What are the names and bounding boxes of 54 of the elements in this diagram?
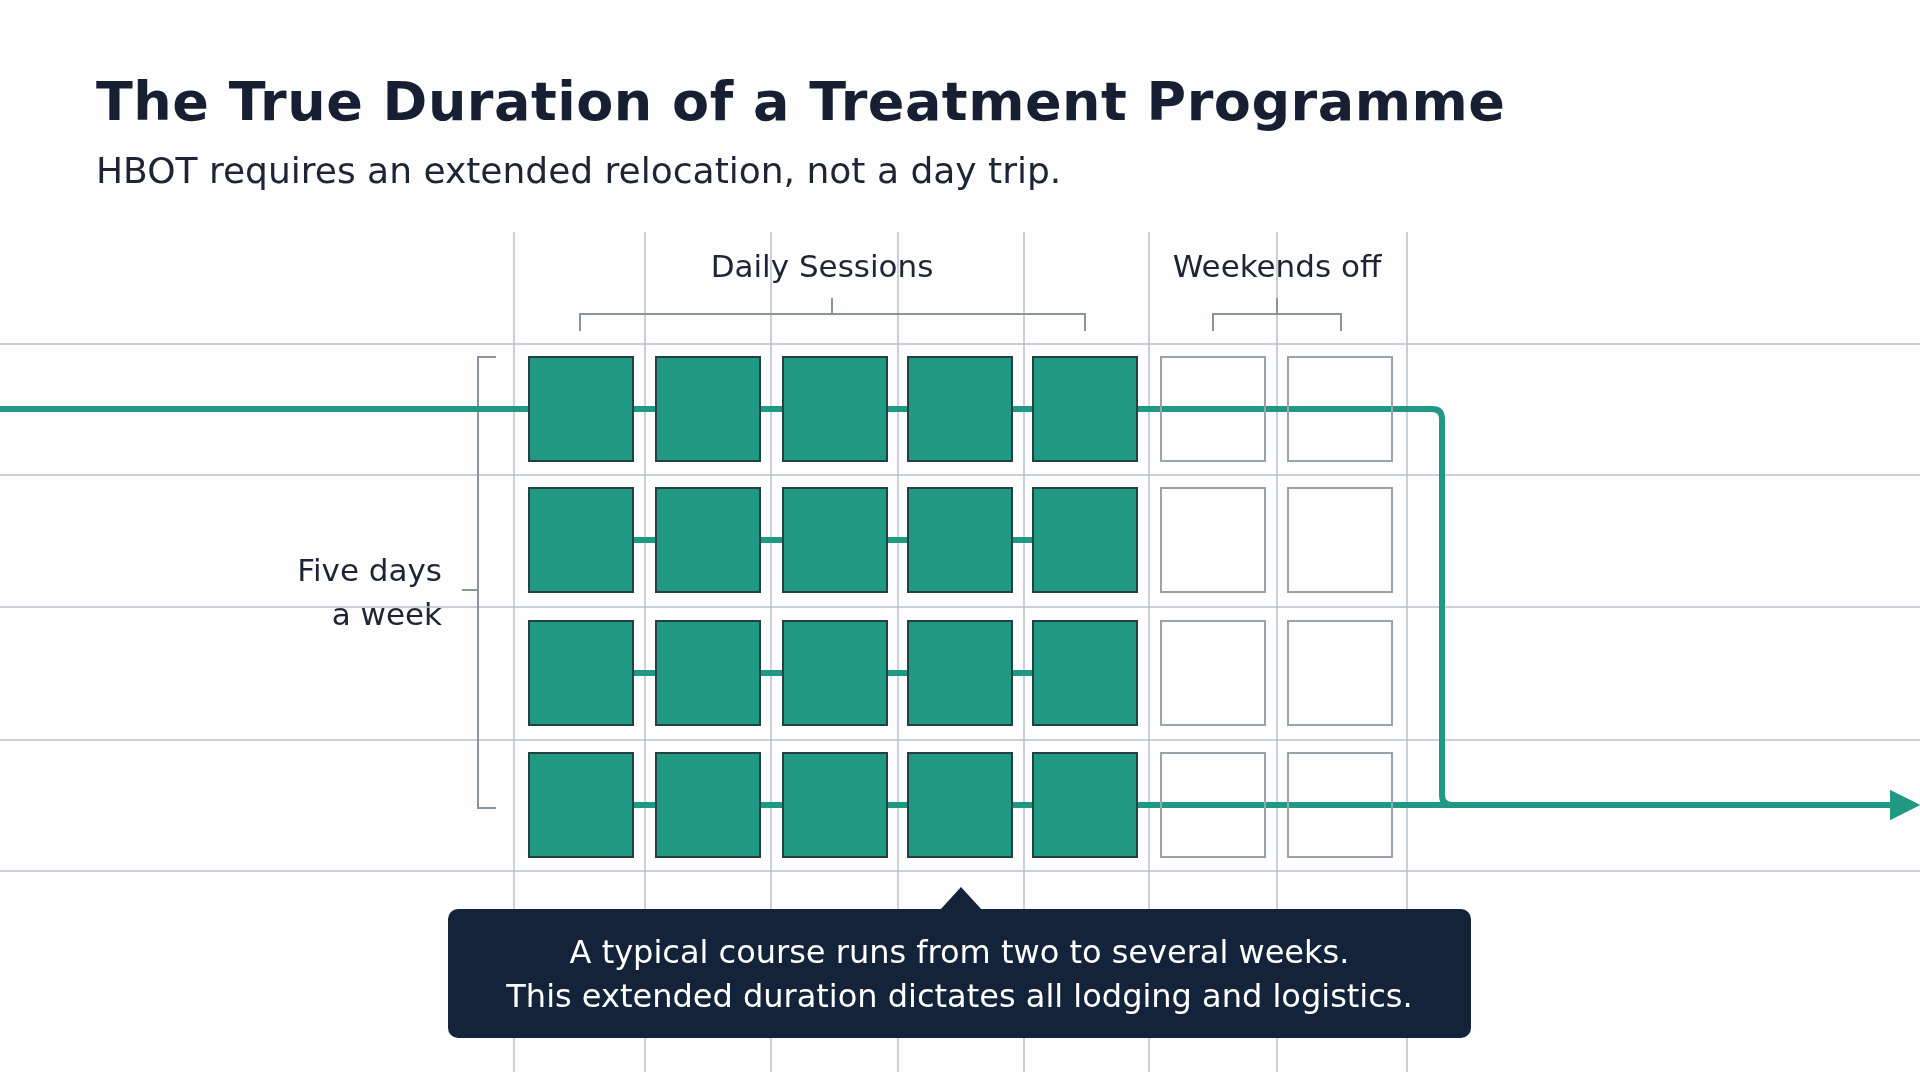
empty-day-square bbox=[1287, 356, 1393, 462]
callout-text: This extended duration dictates all lodging and logistics. bbox=[506, 975, 1413, 1017]
empty-day-square bbox=[1160, 356, 1266, 462]
session-square bbox=[655, 752, 761, 858]
connector-line bbox=[888, 537, 907, 543]
connector-line bbox=[761, 406, 782, 412]
connector-line bbox=[634, 537, 655, 543]
arrow bbox=[1138, 790, 1920, 820]
subtitle: HBOT requires an extended relocation, not a day trip. bbox=[96, 150, 1062, 191]
empty-day-square bbox=[1287, 620, 1393, 726]
connector-line bbox=[1013, 406, 1032, 412]
session-square bbox=[528, 487, 634, 593]
empty-day-square bbox=[1287, 487, 1393, 593]
connector-line bbox=[634, 670, 655, 676]
connector-line bbox=[1013, 537, 1032, 543]
session-square bbox=[907, 620, 1013, 726]
empty-day-square bbox=[1160, 487, 1266, 593]
empty-day-square bbox=[1160, 620, 1266, 726]
session-square bbox=[782, 487, 888, 593]
connector-line bbox=[888, 670, 907, 676]
session-square bbox=[1032, 620, 1138, 726]
session-square bbox=[1032, 752, 1138, 858]
connector-line bbox=[0, 406, 528, 412]
connector-line bbox=[888, 406, 907, 412]
session-square bbox=[782, 356, 888, 462]
connector-line bbox=[1013, 670, 1032, 676]
session-square bbox=[528, 752, 634, 858]
callout-text: A typical course runs from two to several weeks. bbox=[569, 931, 1350, 973]
connector-line bbox=[888, 802, 907, 808]
session-square bbox=[528, 356, 634, 462]
session-square bbox=[907, 487, 1013, 593]
connector-line bbox=[1013, 802, 1032, 808]
session-square bbox=[1032, 487, 1138, 593]
session-square bbox=[782, 752, 888, 858]
connector-line bbox=[761, 670, 782, 676]
session-square bbox=[907, 752, 1013, 858]
column-heading: Weekends off bbox=[1172, 248, 1382, 284]
session-square bbox=[907, 356, 1013, 462]
row-label: Five days a week bbox=[296, 551, 442, 634]
session-square bbox=[655, 620, 761, 726]
session-square bbox=[782, 620, 888, 726]
empty-day-square bbox=[1287, 752, 1393, 858]
connector-line bbox=[634, 802, 655, 808]
session-square bbox=[528, 620, 634, 726]
connector-line bbox=[761, 802, 782, 808]
column-heading: Daily Sessions bbox=[710, 248, 934, 284]
session-square bbox=[655, 356, 761, 462]
empty-day-square bbox=[1160, 752, 1266, 858]
session-square bbox=[655, 487, 761, 593]
connector-line bbox=[634, 406, 655, 412]
title: The True Duration of a Treatment Programme bbox=[96, 70, 1506, 133]
callout-box bbox=[448, 909, 1471, 1038]
session-square bbox=[1032, 356, 1138, 462]
connector-line bbox=[761, 537, 782, 543]
